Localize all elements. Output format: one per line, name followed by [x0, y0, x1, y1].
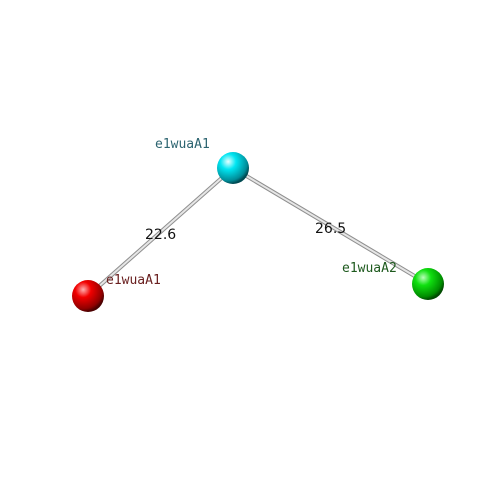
- edge-n1-n2: [86, 166, 235, 298]
- node-sphere-red[interactable]: [72, 280, 104, 312]
- edge-distance-label: 26.5: [315, 221, 346, 237]
- node-sphere-green[interactable]: [412, 268, 444, 300]
- node-label: e1wuaA2: [342, 261, 397, 276]
- node-label: e1wuaA1: [155, 137, 210, 152]
- edge-distance-label: 22.6: [145, 227, 176, 243]
- edge-n1-n3: [231, 166, 430, 286]
- node-sphere-cyan[interactable]: [217, 152, 249, 184]
- node-label: e1wuaA1: [106, 273, 161, 288]
